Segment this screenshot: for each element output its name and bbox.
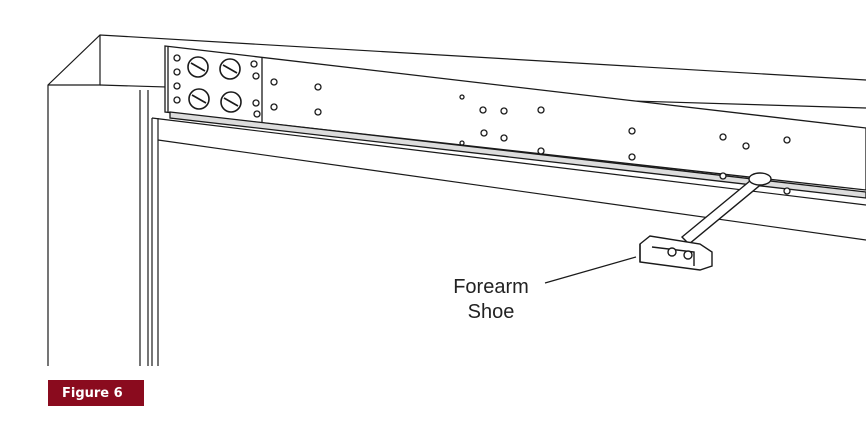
- screw-icon: [479, 106, 487, 114]
- screw-icon: [252, 72, 260, 80]
- screw-icon: [314, 83, 322, 91]
- callout-label-line1: Forearm: [453, 276, 529, 298]
- screw-icon: [173, 82, 181, 90]
- screw-icon: [537, 147, 545, 155]
- callout-label-line2: Shoe: [468, 301, 515, 323]
- slotted-plug-icon: [219, 58, 241, 80]
- screw-icon: [719, 133, 727, 141]
- screw-icon: [459, 140, 465, 146]
- screw-icon: [500, 107, 508, 115]
- screw-icon: [250, 60, 258, 68]
- arm-pivot: [748, 172, 772, 186]
- slotted-plug-icon: [220, 91, 242, 113]
- figure-label-background: [48, 380, 144, 406]
- screw-icon: [252, 99, 260, 107]
- screw-icon: [459, 94, 465, 100]
- screw-icon: [253, 110, 261, 118]
- screw-icon: [314, 108, 322, 116]
- adjustment-plugs: [187, 56, 242, 113]
- screw-icon: [173, 54, 181, 62]
- callout-leader-line: [544, 256, 637, 284]
- forearm-assembly: [639, 172, 772, 271]
- screw-icon: [500, 134, 508, 142]
- mounting-screws: [173, 54, 791, 195]
- screw-icon: [719, 172, 727, 180]
- screw-icon: [270, 103, 278, 111]
- screw-icon: [628, 153, 636, 161]
- screw-icon: [270, 78, 278, 86]
- forearm-rod: [680, 175, 766, 245]
- screw-icon: [537, 106, 545, 114]
- screw-icon: [628, 127, 636, 135]
- closer-mounting-plate: [164, 45, 866, 199]
- slotted-plug-icon: [187, 56, 209, 78]
- screw-icon: [783, 136, 791, 144]
- screw-icon: [173, 68, 181, 76]
- screw-icon: [173, 96, 181, 104]
- screw-icon: [480, 129, 488, 137]
- figure-label: Figure 6: [62, 385, 123, 401]
- slotted-plug-icon: [188, 88, 210, 110]
- screw-icon: [742, 142, 750, 150]
- callout: Forearm Shoe: [453, 256, 637, 323]
- screw-icon: [783, 187, 791, 195]
